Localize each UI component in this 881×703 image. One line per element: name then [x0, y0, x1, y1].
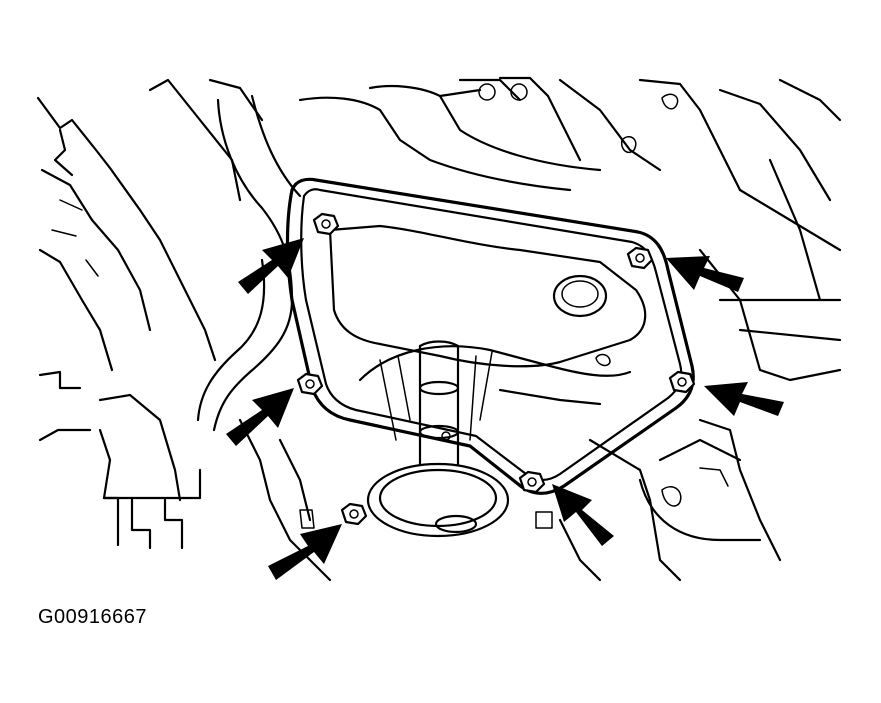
callout-arrows: [226, 238, 784, 580]
shaft-and-pulley: [366, 340, 510, 538]
cover-plate: [285, 177, 695, 495]
bolt-right: [668, 370, 696, 394]
bolt-bottom-left: [340, 502, 368, 526]
bolt-top-left: [312, 212, 340, 236]
arrow-icon: [666, 256, 744, 292]
bolts: [296, 212, 696, 526]
arrow-icon: [238, 238, 304, 294]
bolt-left: [296, 372, 324, 396]
arrow-icon: [268, 524, 342, 580]
figure-id-label: G00916667: [38, 606, 148, 628]
arrow-icon: [552, 484, 614, 546]
arrow-icon: [226, 388, 294, 446]
arrow-icon: [704, 382, 784, 416]
bolt-top-right: [626, 246, 654, 270]
engine-background: [36, 76, 842, 582]
bolt-bottom-right: [518, 470, 546, 494]
